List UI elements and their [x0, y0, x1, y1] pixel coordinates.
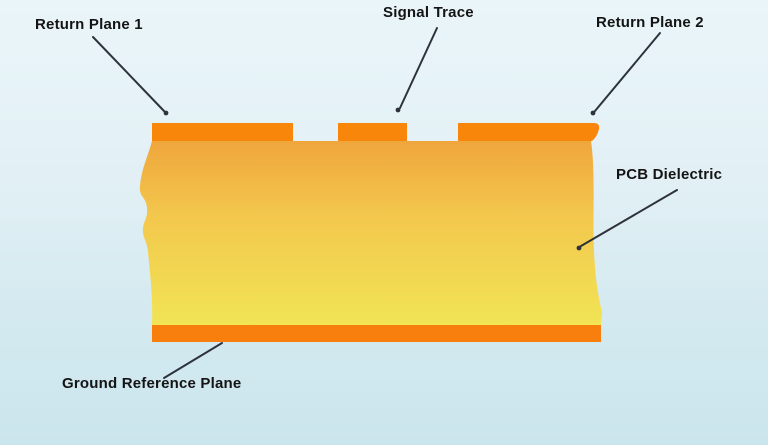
- return-plane-2-leader-dot: [590, 110, 596, 116]
- return-plane-1-label: Return Plane 1: [35, 16, 143, 33]
- signal-trace-label: Signal Trace: [383, 4, 474, 21]
- return-plane-1-leader-dot: [163, 110, 169, 116]
- return-plane-2-copper: [458, 123, 600, 141]
- signal-trace-leader-dot: [395, 107, 401, 113]
- ground-plane-leader-line: [163, 342, 223, 379]
- pcb-dielectric-leader-dot: [576, 245, 582, 251]
- pcb-dielectric-label: PCB Dielectric: [616, 166, 723, 183]
- signal-trace-copper: [338, 123, 407, 141]
- return-plane-1-copper: [152, 123, 293, 141]
- ground-plane-copper: [152, 325, 601, 342]
- return-plane-1-leader-line: [92, 36, 165, 112]
- return-plane-2-leader-line: [594, 32, 661, 112]
- pcb-dielectric-body: [139, 141, 602, 325]
- return-plane-2-label: Return Plane 2: [596, 14, 704, 31]
- pcb-dielectric-leader-line: [580, 189, 678, 247]
- signal-trace-leader-line: [399, 27, 438, 109]
- ground-reference-plane-label: Ground Reference Plane: [62, 375, 242, 392]
